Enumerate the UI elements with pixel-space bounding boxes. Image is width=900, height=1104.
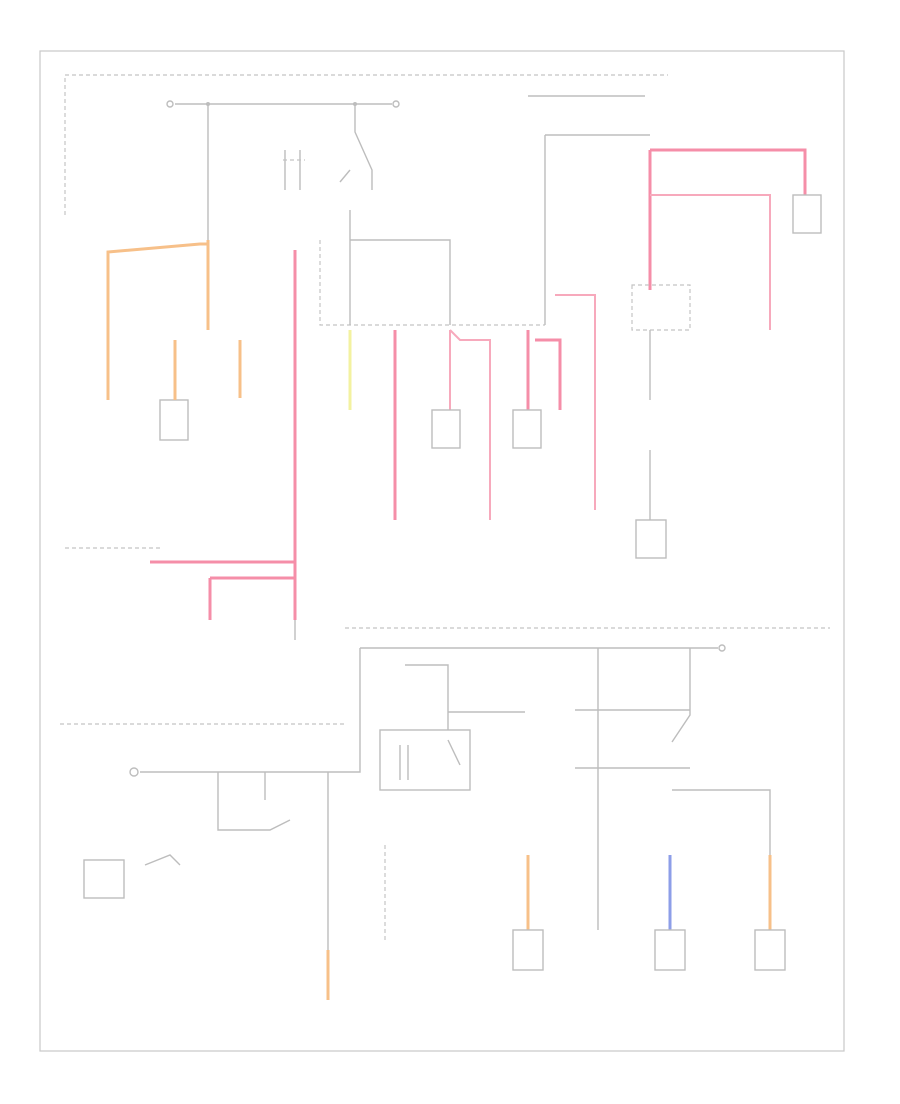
fuse-box-top — [350, 239, 451, 325]
left-load-box — [83, 859, 125, 899]
left-source-connector — [129, 767, 139, 777]
right-module-dashed — [631, 284, 691, 331]
left-branch-wire — [217, 772, 291, 831]
pink-output-wire-5 — [555, 294, 596, 510]
left-switch — [144, 854, 181, 866]
right-bus-rails — [575, 709, 690, 769]
relay-box — [379, 729, 471, 791]
orange-left-wire — [106, 242, 208, 400]
lower-bus-drop — [140, 648, 361, 773]
pink-output-wire-2 — [449, 329, 491, 520]
right-relay-contact — [671, 648, 691, 743]
lower-load-2 — [654, 929, 686, 971]
pink-output-wire-4 — [535, 338, 562, 410]
lower-section — [60, 644, 786, 1000]
bus-source-connector — [166, 100, 174, 108]
lower-bus-connector — [718, 644, 726, 652]
ignition-switch-poles — [284, 150, 301, 190]
right-feed-wire-2 — [672, 789, 771, 930]
right-feed-wire — [544, 134, 650, 325]
ignition-switch-contact — [354, 104, 373, 190]
fuse-box-dashed — [319, 240, 545, 326]
pink-right-top-wire — [650, 148, 807, 195]
upper-boundary-dashed — [64, 74, 668, 215]
lower-load-3 — [754, 929, 786, 971]
relay-contact — [447, 739, 461, 766]
ignition-switch-arm — [339, 169, 351, 240]
upper-section — [64, 74, 830, 640]
bus-out-connector — [392, 100, 400, 108]
load-box-right-lower — [635, 519, 667, 559]
pink-right-branch — [650, 194, 771, 330]
relay-coil — [399, 745, 409, 780]
load-box-3 — [512, 409, 542, 449]
lower-load-1 — [512, 929, 544, 971]
diagram-frame — [39, 50, 845, 1052]
load-box-2 — [431, 409, 461, 449]
load-box-right — [792, 194, 822, 234]
load-box-1 — [159, 399, 189, 441]
